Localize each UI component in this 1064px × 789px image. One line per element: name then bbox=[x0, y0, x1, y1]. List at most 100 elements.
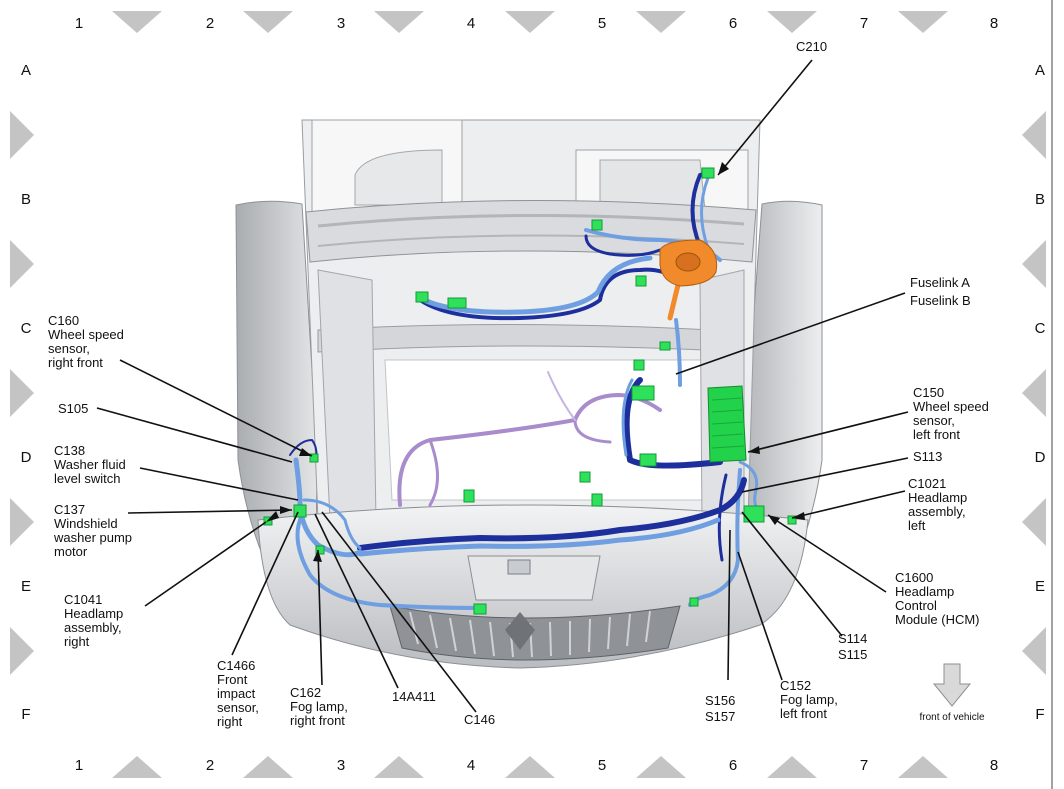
svg-text:C137: C137 bbox=[54, 502, 85, 517]
label-c137: C137 Windshield washer pump motor bbox=[53, 502, 132, 559]
svg-text:S156: S156 bbox=[705, 693, 735, 708]
label-c1021: C1021 Headlamp assembly, left bbox=[908, 476, 967, 533]
label-c1600: C1600 Headlamp Control Module (HCM) bbox=[895, 570, 980, 627]
label-s113: S113 bbox=[913, 449, 942, 464]
svg-text:C1600: C1600 bbox=[895, 570, 933, 585]
svg-text:left: left bbox=[908, 518, 926, 533]
label-c150: C150 Wheel speed sensor, left front bbox=[913, 385, 989, 442]
row-label-a-left: A bbox=[21, 62, 31, 79]
col-label-3-bottom: 3 bbox=[337, 757, 345, 774]
svg-text:Wheel speed: Wheel speed bbox=[48, 327, 124, 342]
label-fuselink-b: Fuselink B bbox=[910, 293, 971, 308]
col-label-1-bottom: 1 bbox=[75, 757, 83, 774]
svg-text:C1466: C1466 bbox=[217, 658, 255, 673]
svg-text:right front: right front bbox=[48, 355, 103, 370]
col-label-7-top: 7 bbox=[860, 15, 868, 32]
row-label-b-right: B bbox=[1035, 191, 1045, 208]
svg-text:Headlamp: Headlamp bbox=[908, 490, 967, 505]
label-c138: C138 Washer fluid level switch bbox=[54, 443, 126, 486]
svg-text:left front: left front bbox=[913, 427, 960, 442]
row-label-d-left: D bbox=[21, 449, 32, 466]
svg-text:right: right bbox=[64, 634, 90, 649]
hcm-module bbox=[707, 385, 747, 463]
svg-text:Module (HCM): Module (HCM) bbox=[895, 612, 980, 627]
cross-member bbox=[305, 199, 757, 263]
row-label-e-left: E bbox=[21, 578, 31, 595]
label-c160: C160 Wheel speed sensor, right front bbox=[48, 313, 124, 370]
arrowheads bbox=[266, 162, 805, 562]
down-arrow-icon bbox=[932, 663, 972, 707]
label-c146: C146 bbox=[464, 712, 495, 727]
col-label-5-top: 5 bbox=[598, 15, 606, 32]
svg-text:Wheel speed: Wheel speed bbox=[913, 399, 989, 414]
label-fuselink-a: Fuselink A bbox=[910, 275, 970, 290]
svg-text:sensor,: sensor, bbox=[217, 700, 259, 715]
col-label-4-top: 4 bbox=[467, 15, 475, 32]
row-label-f-right: F bbox=[1035, 706, 1044, 723]
lower-harness bbox=[357, 477, 747, 551]
label-c1466: C1466 Front impact sensor, right bbox=[217, 658, 259, 729]
svg-text:C150: C150 bbox=[913, 385, 944, 400]
svg-text:right front: right front bbox=[290, 713, 345, 728]
svg-text:washer pump: washer pump bbox=[53, 530, 132, 545]
svg-text:S114: S114 bbox=[838, 631, 867, 646]
svg-text:S115: S115 bbox=[838, 647, 867, 662]
row-label-a-right: A bbox=[1035, 62, 1045, 79]
row-label-d-right: D bbox=[1035, 449, 1046, 466]
svg-text:Fog lamp,: Fog lamp, bbox=[780, 692, 838, 707]
col-label-2-top: 2 bbox=[206, 15, 214, 32]
label-s114-s115: S114 S115 bbox=[838, 631, 867, 662]
svg-text:assembly,: assembly, bbox=[908, 504, 966, 519]
svg-text:C1041: C1041 bbox=[64, 592, 102, 607]
svg-text:Front: Front bbox=[217, 672, 248, 687]
wiring-harness bbox=[289, 170, 762, 610]
svg-text:left front: left front bbox=[780, 706, 827, 721]
col-label-8-bottom: 8 bbox=[990, 757, 998, 774]
grid-frame: 1 2 3 4 5 6 7 8 1 2 3 4 5 6 7 8 A B C D … bbox=[10, 0, 1053, 789]
svg-text:Headlamp: Headlamp bbox=[64, 606, 123, 621]
row-label-b-left: B bbox=[21, 191, 31, 208]
svg-text:C138: C138 bbox=[54, 443, 85, 458]
svg-text:Headlamp: Headlamp bbox=[895, 584, 954, 599]
label-c210: C210 bbox=[796, 39, 827, 54]
label-c162: C162 Fog lamp, right front bbox=[290, 685, 348, 728]
col-label-2-bottom: 2 bbox=[206, 757, 214, 774]
label-s105: S105 bbox=[58, 401, 88, 416]
label-c152: C152 Fog lamp, left front bbox=[780, 678, 838, 721]
svg-text:C1021: C1021 bbox=[908, 476, 946, 491]
svg-text:sensor,: sensor, bbox=[913, 413, 955, 428]
svg-text:right: right bbox=[217, 714, 243, 729]
svg-text:assembly,: assembly, bbox=[64, 620, 122, 635]
col-label-6-top: 6 bbox=[729, 15, 737, 32]
svg-text:C160: C160 bbox=[48, 313, 79, 328]
label-14a411: 14A411 bbox=[392, 689, 436, 704]
col-label-5-bottom: 5 bbox=[598, 757, 606, 774]
label-c1041: C1041 Headlamp assembly, right bbox=[64, 592, 123, 649]
svg-text:C152: C152 bbox=[780, 678, 811, 693]
svg-text:sensor,: sensor, bbox=[48, 341, 90, 356]
c210-branch bbox=[690, 170, 712, 248]
svg-text:Windshield: Windshield bbox=[54, 516, 118, 531]
svg-text:level switch: level switch bbox=[54, 471, 120, 486]
col-label-3-top: 3 bbox=[337, 15, 345, 32]
svg-text:C162: C162 bbox=[290, 685, 321, 700]
svg-text:motor: motor bbox=[54, 544, 88, 559]
front-of-vehicle-label: front of vehicle bbox=[919, 712, 984, 723]
label-s156-s157: S156 S157 bbox=[705, 693, 735, 724]
svg-text:Control: Control bbox=[895, 598, 937, 613]
row-label-e-right: E bbox=[1035, 578, 1045, 595]
row-label-f-left: F bbox=[21, 706, 30, 723]
fuse-box bbox=[659, 239, 718, 287]
svg-text:Fog lamp,: Fog lamp, bbox=[290, 699, 348, 714]
row-label-c-left: C bbox=[21, 320, 32, 337]
col-label-7-bottom: 7 bbox=[860, 757, 868, 774]
leader-lines bbox=[96, 59, 909, 713]
svg-text:S157: S157 bbox=[705, 709, 735, 724]
front-of-vehicle-indicator: front of vehicle bbox=[919, 663, 985, 723]
svg-text:impact: impact bbox=[217, 686, 256, 701]
col-label-4-bottom: 4 bbox=[467, 757, 475, 774]
col-label-8-top: 8 bbox=[990, 15, 998, 32]
svg-text:Washer fluid: Washer fluid bbox=[54, 457, 126, 472]
col-label-6-bottom: 6 bbox=[729, 757, 737, 774]
